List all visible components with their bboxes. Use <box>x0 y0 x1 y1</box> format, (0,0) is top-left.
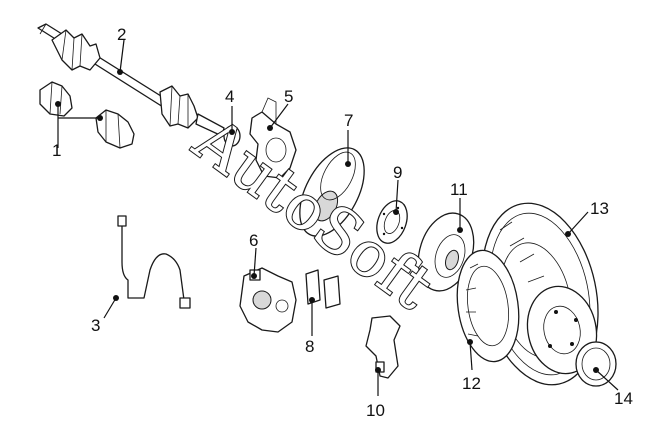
callout-4: 4 <box>225 87 234 106</box>
part-hub-assembly <box>456 249 520 363</box>
callout-3: 3 <box>91 316 100 335</box>
callout-11: 11 <box>450 180 468 199</box>
callout-6: 6 <box>249 231 258 250</box>
callout-7: 7 <box>344 111 353 130</box>
part-wheel-bearing <box>376 200 408 244</box>
part-brake-caliper <box>239 267 297 333</box>
part-steering-knuckle <box>249 97 297 179</box>
leader-lines <box>55 39 619 396</box>
callout-9: 9 <box>393 163 402 182</box>
callout-labels: 1 2 3 4 5 6 7 8 9 10 11 12 13 14 <box>52 25 633 420</box>
part-brake-pads <box>305 269 341 309</box>
part-hub-cap <box>575 341 617 387</box>
part-abs-sensor <box>117 215 191 309</box>
part-boot-kit <box>39 81 135 149</box>
callout-8: 8 <box>305 337 314 356</box>
part-drive-shaft <box>37 23 225 137</box>
part-dust-shield <box>299 147 365 237</box>
part-caliper-bracket <box>365 315 401 379</box>
callout-13: 13 <box>590 199 609 218</box>
callout-5: 5 <box>284 87 293 106</box>
callout-2: 2 <box>117 25 126 44</box>
callout-1: 1 <box>52 141 61 160</box>
callout-10: 10 <box>366 401 385 420</box>
callout-12: 12 <box>462 374 481 393</box>
callout-14: 14 <box>614 389 633 408</box>
